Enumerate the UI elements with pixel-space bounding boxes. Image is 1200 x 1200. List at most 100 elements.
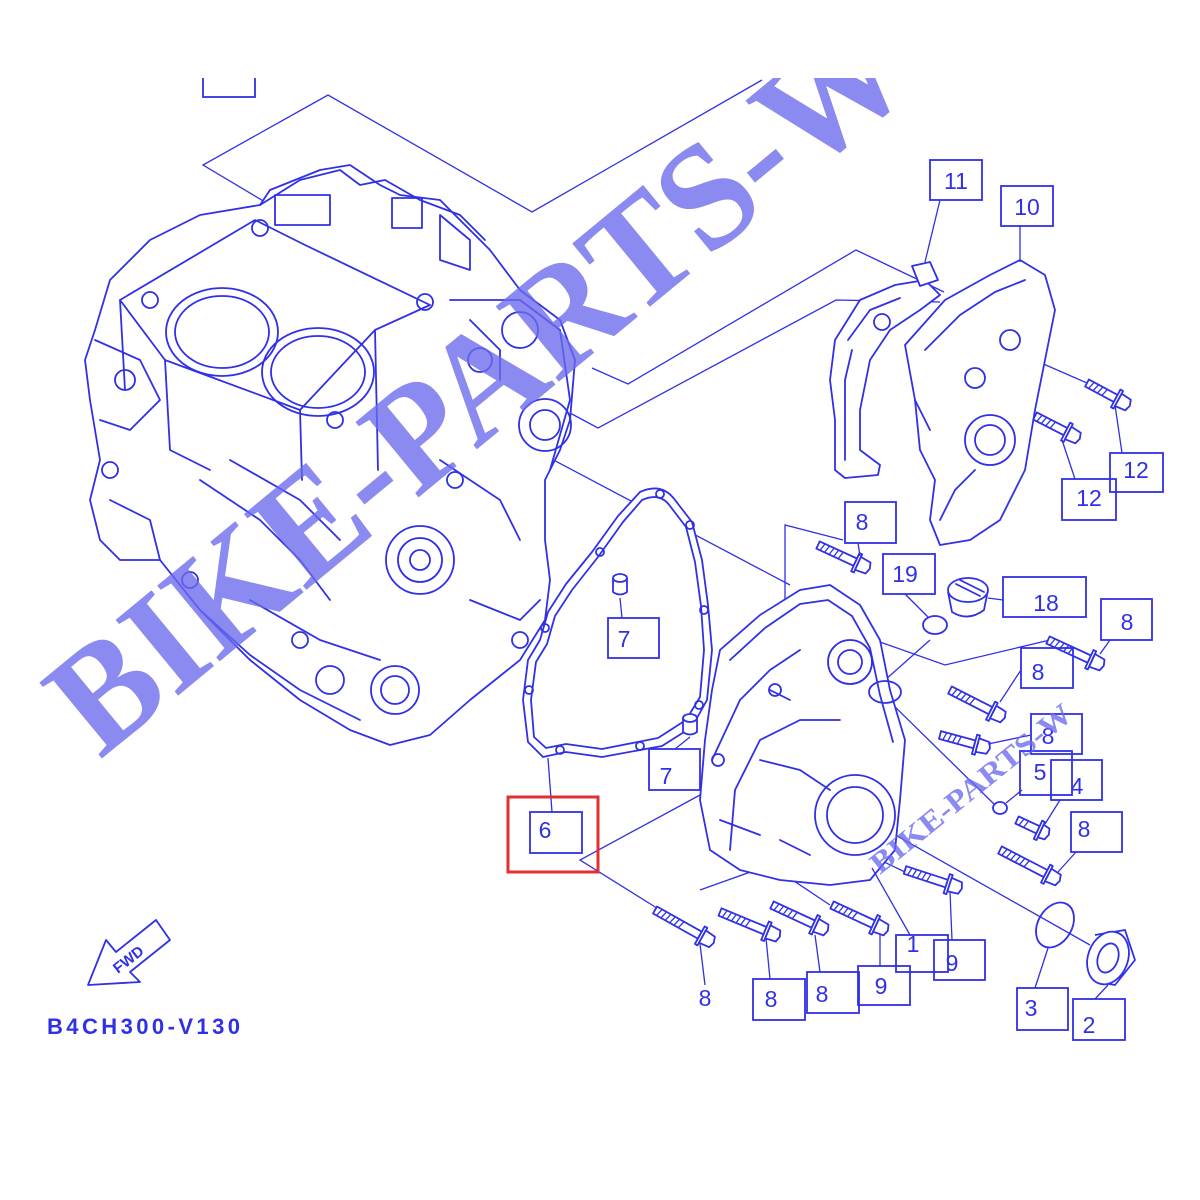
gasket-hole <box>555 745 565 755</box>
callout-box <box>1030 713 1083 755</box>
bolt-boss <box>446 471 464 489</box>
gasket-outer <box>522 487 713 758</box>
callout-12: 12 <box>1061 478 1117 521</box>
leader-line <box>619 597 623 619</box>
plug-grip <box>955 579 985 597</box>
callout-label: 11 <box>944 168 968 194</box>
cover-outline <box>699 584 906 886</box>
callout-19: 19 <box>882 553 936 595</box>
callout-label: 10 <box>1014 194 1040 220</box>
callout-label: 8 <box>699 985 712 1011</box>
bolt-head <box>698 929 716 949</box>
leader-line <box>857 542 861 557</box>
callout-box <box>1016 987 1069 1031</box>
callout-box <box>806 971 860 1014</box>
sprocket-cover-window-inner <box>974 424 1006 456</box>
o-ring-19 <box>922 615 948 635</box>
cover-bolt-hole <box>768 683 782 697</box>
cylinder-deck <box>119 219 431 411</box>
bolt-flange <box>985 700 999 722</box>
bolt-flange <box>1110 388 1124 410</box>
bolt-head <box>1036 823 1051 841</box>
crankcase-cover <box>699 584 906 886</box>
cover-flange <box>711 599 894 851</box>
dowel-top <box>612 573 628 583</box>
left-case-detail <box>94 339 161 561</box>
bolt <box>769 900 830 937</box>
bolt <box>997 845 1062 887</box>
washer-5 <box>992 801 1008 815</box>
plug-face-inner <box>1096 942 1120 974</box>
callout-box <box>929 159 983 201</box>
bolt-thread <box>721 910 751 928</box>
bolt-thread <box>1018 818 1030 828</box>
callout-label: 7 <box>660 763 673 789</box>
callouts: 11 10 12 12 8 19 18 8 7 8 8 5 4 7 8 6 1 … <box>529 159 1164 1041</box>
callout-2: 2 <box>1072 998 1126 1041</box>
callout-label: 9 <box>946 950 959 976</box>
bolt-shaft <box>1084 378 1119 403</box>
shaft-bore <box>529 409 561 441</box>
bolt-flange <box>850 552 864 574</box>
gasket-hole <box>524 685 534 695</box>
callout-box <box>844 501 897 544</box>
callout-box <box>752 978 806 1021</box>
gasket-hole <box>540 623 550 633</box>
callout-box <box>1070 811 1123 853</box>
bolt-head <box>946 877 963 895</box>
leader-line <box>987 734 1032 745</box>
callout-label: 6 <box>539 817 552 843</box>
callout-label: 8 <box>765 986 778 1012</box>
callout-3: 3 <box>1016 987 1069 1031</box>
bolt-boss <box>141 291 159 309</box>
assembly-line <box>884 639 931 681</box>
bolt-boss <box>291 631 309 649</box>
bolt-head <box>872 918 890 937</box>
callout-box <box>607 617 660 659</box>
bolt-shaft <box>1045 635 1092 664</box>
callout-6: 6 <box>529 811 583 854</box>
bolt <box>717 907 782 943</box>
bolt-thread <box>951 688 976 705</box>
callout-label: 8 <box>1042 723 1055 749</box>
cover-boss <box>827 639 873 685</box>
callout-9: 9 <box>933 939 986 981</box>
callout-8: 8 <box>1020 647 1074 689</box>
dowel-pin <box>612 573 628 596</box>
callout-label: 3 <box>1025 995 1038 1021</box>
bolt <box>829 900 890 937</box>
sprocket-cover-hole <box>999 329 1021 351</box>
callout-label: 8 <box>816 981 829 1007</box>
callout-box <box>1020 647 1074 689</box>
sprocket-cover-window <box>964 414 1016 466</box>
callout-box <box>1019 750 1073 796</box>
bolt <box>815 540 872 575</box>
shaft-bore <box>467 347 493 373</box>
bolt-thread <box>1088 381 1108 396</box>
callout-7: 7 <box>607 617 660 659</box>
leader-line <box>904 593 929 618</box>
bolt-shaft <box>947 685 994 716</box>
callout-8: 8 <box>806 971 860 1014</box>
leader-line <box>999 669 1022 703</box>
callout-8: 8 <box>1100 598 1153 641</box>
bolt-head <box>812 918 830 937</box>
bolt <box>902 865 963 895</box>
gasket-hole <box>635 741 645 751</box>
callout-label: 9 <box>875 973 888 999</box>
leader-line <box>1061 439 1076 480</box>
callout-18: 18 <box>1002 576 1087 618</box>
leader-line <box>1114 404 1123 454</box>
leader-line <box>949 891 953 941</box>
bolt <box>938 730 991 756</box>
bolts <box>652 378 1132 949</box>
callout-4: 4 <box>1050 759 1103 801</box>
assembly-line <box>859 814 1091 946</box>
callout-label: 8 <box>1032 659 1045 685</box>
bracket-hole <box>873 313 891 331</box>
bolt <box>947 685 1007 724</box>
callout-box <box>529 811 583 854</box>
assembly-line <box>887 699 996 806</box>
case-rib <box>199 459 541 621</box>
